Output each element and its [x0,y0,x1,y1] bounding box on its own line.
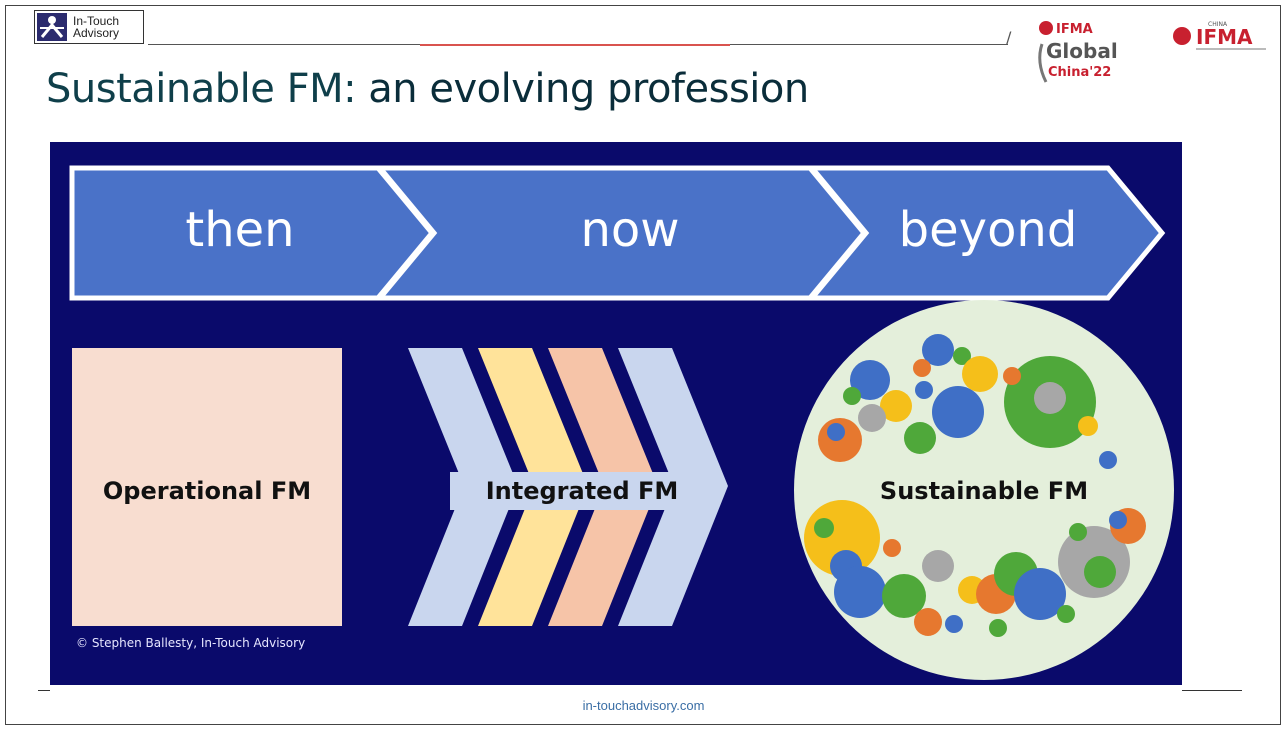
globe-icon [1039,21,1053,35]
ifma-china-logo: CHINA IFMA [1173,21,1266,50]
stage-operational-label: Operational FM [103,477,311,505]
bubble [814,518,834,538]
bubble [1109,511,1127,529]
chevron-beyond [806,165,1166,301]
bubble [883,539,901,557]
bubble [989,619,1007,637]
page-title: Sustainable FM: an evolving profession [46,66,809,112]
bubble [1057,605,1075,623]
bubble [843,387,861,405]
slide-image: then now beyond Operational FM Integrate… [50,142,1182,685]
footer-rule-right [1182,690,1242,691]
copyright-text: © Stephen Ballesty, In-Touch Advisory [76,636,305,650]
bubble [882,574,926,618]
bubble [1084,556,1116,588]
bubble [827,423,845,441]
sustainable-bubbles [804,334,1146,637]
bubble [880,390,912,422]
bubble [904,422,936,454]
bubble [962,356,998,392]
bubble [922,334,954,366]
stage-sustainable-label: Sustainable FM [880,477,1088,505]
bubble [913,359,931,377]
bubble [1099,451,1117,469]
bubble [1014,568,1066,620]
bubble [945,615,963,633]
ifma-china-label: CHINA [1208,21,1228,28]
integrated-band [450,472,690,510]
bubble [922,550,954,582]
phase-beyond-label: beyond [899,202,1078,258]
bubble [834,566,886,618]
bubble [1078,416,1098,436]
phase-then-label: then [185,202,294,258]
ifma-global-mid: Global [1046,39,1118,63]
ifma-china-brand: IFMA [1196,25,1253,49]
in-touch-advisory-logo: In-Touch Advisory [34,10,144,44]
stage-integrated-label: Integrated FM [486,477,679,505]
phase-now-label: now [580,202,679,258]
integrated-strand-4 [618,348,728,626]
title-part-1: Sustainable FM: [46,66,369,112]
bubble [953,347,971,365]
footer-rule-left [38,690,50,691]
header-rule-accent [420,44,730,46]
operational-fm-box [72,348,342,626]
bubble [1003,367,1021,385]
bubble [1069,523,1087,541]
ifma-global-china-logo: IFMA Global China'22 [1038,21,1118,83]
bubble [850,360,890,400]
globe-icon [1173,27,1191,45]
ifma-global-bottom: China'22 [1048,65,1111,80]
advisory-figure-icon [37,13,67,41]
evolution-diagram: then now beyond Operational FM Integrate… [69,165,1174,680]
title-part-2: an evolving profession [368,66,809,112]
header-slash: / [1006,28,1012,47]
bubble [858,404,886,432]
footer-url[interactable]: in-touchadvisory.com [582,698,705,713]
logo-line-2: Advisory [73,26,120,40]
ifma-global-top: IFMA [1056,22,1093,37]
bubble [915,381,933,399]
bubble [932,386,984,438]
logo-line-1: In-Touch [73,14,120,28]
bubble [914,608,942,636]
bubble [1034,382,1066,414]
logo-text: In-Touch Advisory [73,15,119,39]
